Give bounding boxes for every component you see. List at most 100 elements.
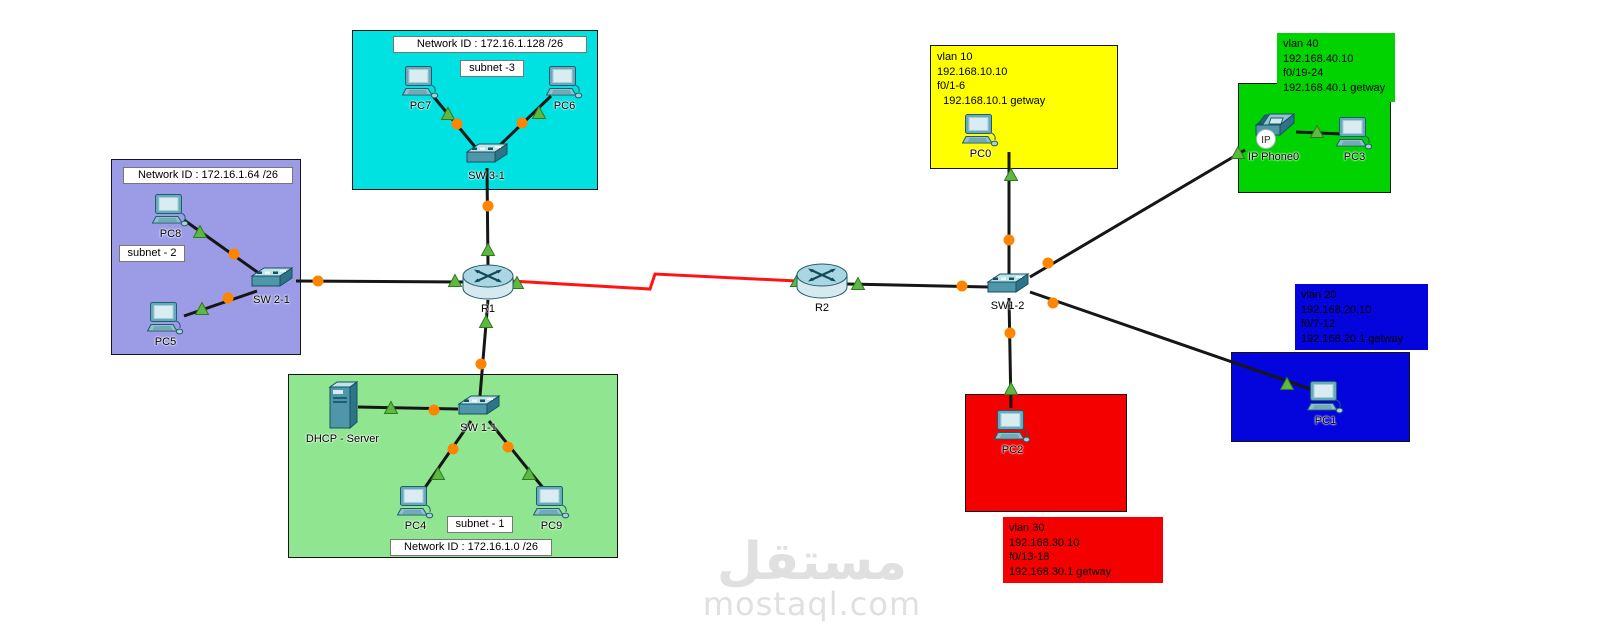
vlan20-note-text-line: 192.168.20.10 <box>1301 303 1372 316</box>
device-label-pc7: PC7 <box>409 100 432 112</box>
link-pc6-sw3-1-status-dot <box>516 117 528 129</box>
link-dhcp-server-sw1-1[interactable] <box>357 405 459 411</box>
device-label-r1: R1 <box>480 303 496 315</box>
link-sw1-2-pc0-status-triangle <box>1003 167 1019 181</box>
link-dhcp-server-sw1-1-status-triangle <box>383 400 399 414</box>
link-pc8-sw2-1[interactable] <box>183 218 261 276</box>
device-sw2-1[interactable] <box>249 266 294 293</box>
link-sw2-1-r1-status-dot <box>312 275 324 287</box>
link-r1-r2-serial-status-triangle <box>509 275 525 289</box>
device-pc1[interactable] <box>1306 381 1344 414</box>
link-sw1-2-ip-phone0-status-dot <box>1042 257 1054 269</box>
device-label-pc9: PC9 <box>540 520 563 532</box>
server-icon <box>328 381 359 430</box>
switch-icon <box>986 273 1030 293</box>
switch-icon <box>465 143 509 163</box>
device-label-pc5: PC5 <box>154 336 177 348</box>
device-pc6[interactable] <box>545 66 583 99</box>
link-sw1-2-pc1-status-triangle <box>1279 376 1295 390</box>
link-pc7-sw3-1-status-triangle <box>440 106 456 120</box>
link-pc8-sw2-1-status-triangle <box>192 224 208 238</box>
vlan40-note-text-line: vlan 40 <box>1283 38 1319 50</box>
device-dhcp-server[interactable] <box>326 381 359 432</box>
device-pc8[interactable] <box>151 194 189 227</box>
pc-icon <box>961 114 999 147</box>
vlan10-area-text-line: 192.168.10.1 getway <box>937 94 1046 107</box>
link-dhcp-server-sw1-1-status-dot <box>428 404 440 416</box>
link-sw2-1-r1[interactable] <box>295 279 464 284</box>
device-label-pc0: PC0 <box>969 148 992 160</box>
link-pc7-sw3-1-status-dot <box>451 118 463 130</box>
vlan40-note-text-line: f0/19-24 <box>1283 67 1324 79</box>
pc-icon <box>545 66 583 99</box>
link-pc5-sw2-1-status-triangle <box>194 301 210 315</box>
link-sw1-1-pc9-status-triangle <box>521 466 537 480</box>
pc-icon <box>146 302 184 335</box>
vlan30-note-text-line: 192.168.30.1 getway <box>1009 565 1112 578</box>
link-sw1-1-pc4-status-dot <box>447 443 459 455</box>
link-sw1-2-pc1-status-dot <box>1047 297 1059 309</box>
device-label-pc6: PC6 <box>553 100 576 112</box>
link-sw2-1-r1-status-triangle <box>447 273 463 287</box>
device-label-sw2-1: SW 2-1 <box>253 294 290 306</box>
link-sw3-1-r1-status-dot <box>482 200 494 212</box>
vlan30-note-text-line: 192.168.30.10 <box>1009 536 1080 549</box>
link-pc5-sw2-1[interactable] <box>183 289 258 318</box>
link-r2-sw1-2-status-triangle <box>850 276 866 290</box>
link-ip-phone0-pc3-status-triangle <box>1309 124 1325 138</box>
link-r1-sw1-1-status-dot <box>475 358 487 370</box>
vlan20-note-text-line: 192.168.20.1 getway <box>1301 332 1404 345</box>
pc-icon <box>532 486 570 519</box>
device-pc7[interactable] <box>401 66 439 99</box>
pc-icon <box>1306 381 1344 414</box>
vlan10-area-text-line: f0/1-6 <box>937 80 966 92</box>
pc-icon <box>993 410 1031 443</box>
vlan20-note-text-line: f0/7-12 <box>1301 318 1336 330</box>
device-label-pc4: PC4 <box>404 520 427 532</box>
link-sw1-2-pc2-status-dot <box>1004 327 1016 339</box>
link-sw1-1-pc4-status-triangle <box>430 466 446 480</box>
device-r2[interactable] <box>795 261 849 301</box>
svg-text:IP: IP <box>1261 135 1271 146</box>
link-r2-sw1-2-status-dot <box>956 280 968 292</box>
device-label-r2: R2 <box>814 302 830 314</box>
watermark-arabic-text: مستقل <box>716 532 908 592</box>
pc-icon <box>151 194 189 227</box>
device-pc0[interactable] <box>961 114 999 147</box>
link-sw1-1-pc4[interactable] <box>422 420 473 490</box>
network-id-subnet1: Network ID : 172.16.1.0 /26 <box>390 539 552 556</box>
subnet2-label: subnet - 2 <box>119 245 185 262</box>
link-pc6-sw3-1-status-triangle <box>531 105 547 119</box>
network-id-subnet2: Network ID : 172.16.1.64 /26 <box>123 167 293 184</box>
vlan30-device-box <box>965 394 1127 512</box>
device-pc2[interactable] <box>993 410 1031 443</box>
router-icon <box>462 264 514 300</box>
device-pc5[interactable] <box>146 302 184 335</box>
vlan40-note-text-line: 192.168.40.10 <box>1283 52 1354 65</box>
link-sw1-2-pc2-status-triangle <box>1003 381 1019 395</box>
device-pc3[interactable] <box>1335 117 1373 150</box>
device-sw1-1[interactable] <box>456 394 501 421</box>
device-ip-phone0[interactable]: IP <box>1250 110 1297 150</box>
device-label-ip-phone0: IP Phone0 <box>1247 151 1300 163</box>
link-pc5-sw2-1-status-dot <box>222 292 234 304</box>
vlan10-area-text-line: 192.168.10.10 <box>937 65 1008 78</box>
link-sw1-2-ip-phone0-status-triangle <box>1230 145 1246 159</box>
ipphone-icon: IP <box>1254 112 1296 149</box>
device-sw3-1[interactable] <box>464 142 509 169</box>
link-sw1-2-pc1[interactable] <box>1029 290 1317 393</box>
subnet3-label: subnet -3 <box>460 60 524 77</box>
link-r1-r2-serial[interactable] <box>510 272 798 291</box>
device-pc4[interactable] <box>396 486 434 519</box>
device-pc9[interactable] <box>532 486 570 519</box>
device-label-pc1: PC1 <box>1314 415 1337 427</box>
pc-icon <box>396 486 434 519</box>
device-label-sw3-1: SW 3-1 <box>468 170 505 182</box>
device-r1[interactable] <box>461 262 515 302</box>
link-sw1-2-ip-phone0[interactable] <box>1029 148 1246 279</box>
device-sw1-2[interactable] <box>985 272 1030 299</box>
watermark-latin-text: mostaql.com <box>702 585 922 623</box>
